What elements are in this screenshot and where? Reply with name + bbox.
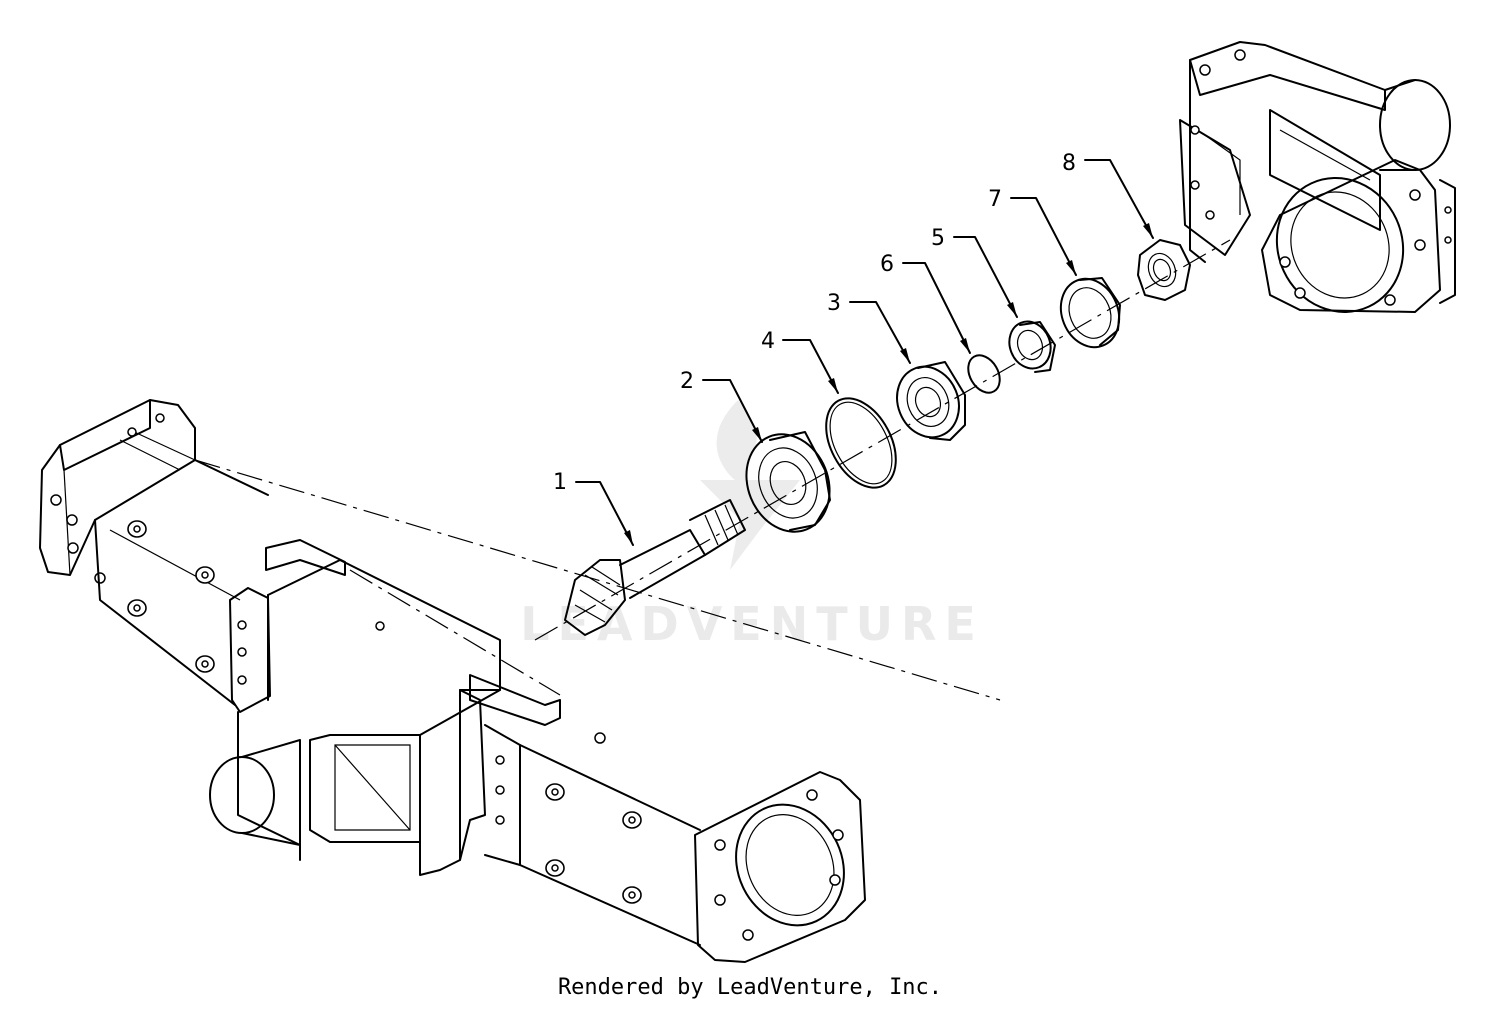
callout-number: 1: [553, 470, 567, 495]
part-5-seal: [1008, 320, 1056, 373]
callout-8: 8: [1062, 151, 1154, 239]
centerlines: [194, 239, 1231, 701]
callout-number: 8: [1062, 151, 1076, 176]
callout-number: 5: [931, 226, 945, 251]
callout-number: 6: [880, 252, 894, 277]
callout-7: 7: [988, 187, 1077, 276]
callout-number: 2: [680, 369, 694, 394]
left-axle-housing: [39, 399, 866, 963]
part-1-pinion-shaft: [564, 499, 746, 636]
part-3-bearing: [896, 361, 966, 441]
callout-2: 2: [680, 369, 763, 443]
callout-number: 4: [761, 329, 775, 354]
callout-4: 4: [761, 329, 839, 394]
callouts: 1 2 4 3 6 5 7: [553, 151, 1154, 546]
housing-bolts-right: [545, 783, 642, 904]
callout-number: 3: [827, 291, 841, 316]
part-4-snap-ring: [825, 397, 897, 489]
part-8-nut: [1137, 239, 1191, 301]
watermark-text: LEADVENTURE: [520, 597, 984, 651]
callout-3: 3: [827, 291, 911, 364]
right-axle-housing: [1179, 41, 1456, 313]
footer-credit: Rendered by LeadVenture, Inc.: [557, 975, 943, 1000]
part-7-seal: [1059, 277, 1121, 349]
callout-number: 7: [988, 187, 1002, 212]
watermark-flame-icon: [700, 400, 800, 570]
callout-5: 5: [931, 226, 1018, 318]
callout-1: 1: [553, 470, 634, 546]
part-2-bearing: [745, 431, 831, 533]
part-6-o-ring: [967, 354, 1001, 394]
housing-bolts-left: [127, 520, 215, 673]
callout-6: 6: [880, 252, 971, 354]
